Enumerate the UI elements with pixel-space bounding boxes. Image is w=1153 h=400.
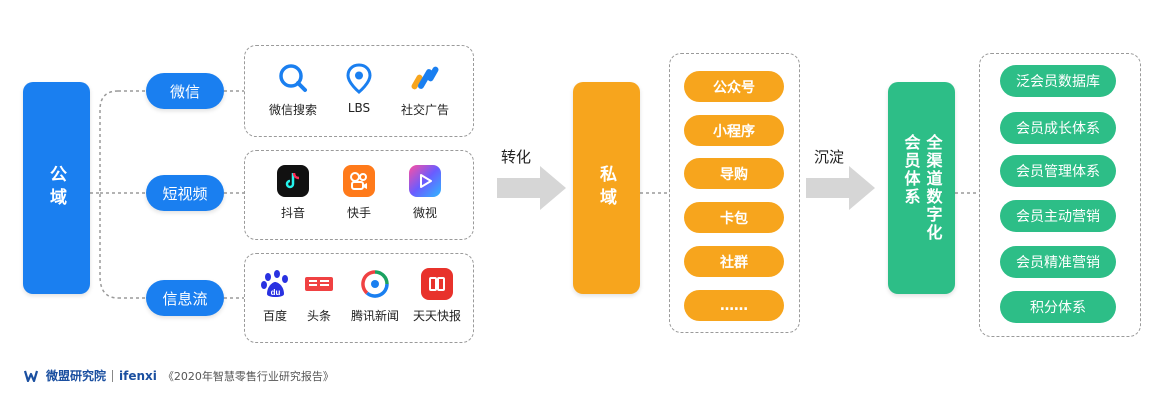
footer-partner: ifenxi [119, 368, 157, 383]
footer-brand: 微盟研究院 [46, 369, 107, 383]
private-item-official-account: 公众号 [684, 71, 784, 102]
member-items-box [979, 53, 1141, 337]
private-item-shopping-guide: 导购 [684, 158, 784, 189]
private-item-more: …… [684, 290, 784, 321]
app-label: 百度 [262, 309, 287, 323]
footer-divider [112, 369, 114, 382]
app-label: 天天快报 [412, 309, 461, 323]
social-ads-icon [409, 62, 441, 94]
app-wechat-search: 微信搜索 [253, 62, 333, 118]
member-item-database: 泛会员数据库 [1000, 65, 1116, 97]
app-douyin: 抖音 [253, 165, 333, 221]
app-tencent-news: 腾讯新闻 [335, 268, 415, 324]
private-domain-block: 私域 [573, 82, 640, 294]
app-label: 社交广告 [400, 103, 449, 117]
private-item-community: 社群 [684, 246, 784, 277]
private-items-box [669, 53, 800, 333]
footer-source: 《2020年智慧零售行业研究报告》 [162, 369, 334, 383]
public-domain-label: 公域 [46, 165, 66, 211]
private-item-card-wallet: 卡包 [684, 202, 784, 233]
tencent-news-icon [359, 268, 391, 300]
svg-text:du: du [271, 288, 281, 297]
app-label: 抖音 [280, 206, 305, 220]
settle-arrow [806, 166, 875, 210]
baidu-icon: du [259, 268, 291, 300]
app-lbs: LBS [319, 62, 399, 115]
app-kuaibao: 天天快报 [397, 268, 477, 324]
private-domain-label: 私域 [596, 165, 616, 211]
app-baidu: du 百度 [235, 268, 315, 324]
app-label: 微信搜索 [268, 103, 317, 117]
app-social-ads: 社交广告 [385, 62, 465, 118]
douyin-icon [277, 165, 309, 197]
app-toutiao: 头条 [279, 268, 359, 324]
settle-label: 沉淀 [814, 148, 845, 166]
member-item-management: 会员管理体系 [1000, 155, 1116, 187]
app-weishi: 微视 [385, 165, 465, 221]
app-label: 头条 [306, 309, 331, 323]
kuaishou-icon [343, 165, 375, 197]
private-item-mini-program: 小程序 [684, 115, 784, 146]
app-label: 快手 [346, 206, 371, 220]
weishi-icon [409, 165, 441, 197]
app-label: 腾讯新闻 [350, 309, 399, 323]
member-system-block: 全渠道数字化 会员体系 [888, 82, 955, 294]
channel-info-flow: 信息流 [146, 280, 224, 316]
public-domain-block: 公域 [23, 82, 90, 294]
kuaibao-icon [421, 268, 453, 300]
member-item-active-marketing: 会员主动营销 [1000, 200, 1116, 232]
location-pin-icon [343, 62, 375, 94]
convert-label: 转化 [501, 148, 532, 166]
app-kuaishou: 快手 [319, 165, 399, 221]
channel-short-video: 短视频 [146, 175, 224, 211]
toutiao-icon [303, 268, 335, 300]
weimob-logo-icon [23, 370, 40, 382]
footer: 微盟研究院 ifenxi 《2020年智慧零售行业研究报告》 [23, 367, 334, 384]
convert-arrow [497, 166, 566, 210]
wechat-apps-box [244, 45, 474, 137]
member-system-label-line2: 会员体系 [901, 134, 921, 206]
member-item-precision-marketing: 会员精准营销 [1000, 246, 1116, 278]
short-video-apps-box [244, 150, 474, 240]
search-icon [277, 62, 309, 94]
app-label: 微视 [412, 206, 437, 220]
info-flow-apps-box [244, 253, 474, 343]
member-item-growth: 会员成长体系 [1000, 112, 1116, 144]
member-system-label-line1: 全渠道数字化 [923, 134, 943, 242]
member-item-points: 积分体系 [1000, 291, 1116, 323]
channel-wechat: 微信 [146, 73, 224, 109]
app-label: LBS [347, 101, 371, 115]
